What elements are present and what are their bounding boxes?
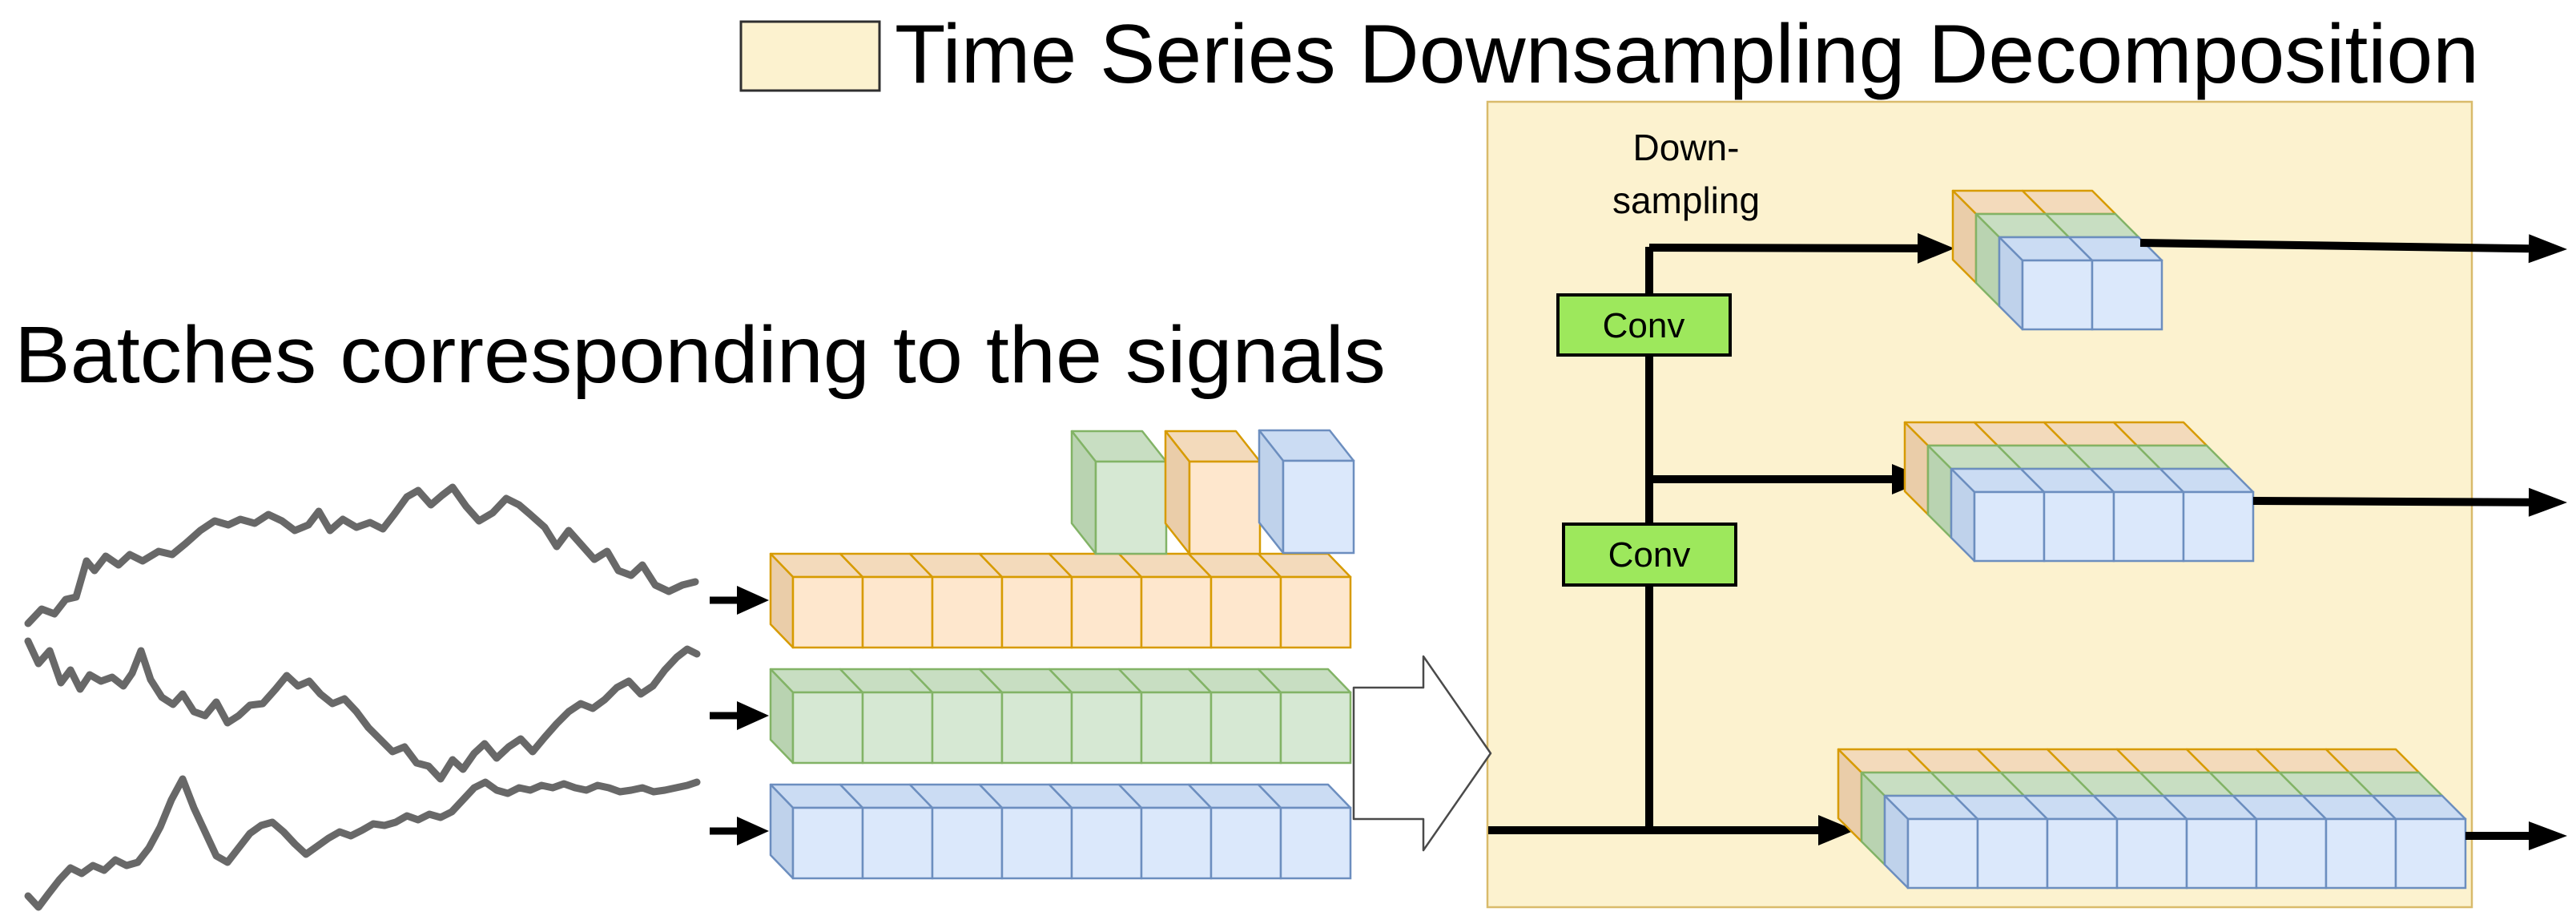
blue-batch-bar-front xyxy=(931,806,1004,880)
orange-batch-bar-front xyxy=(1210,575,1282,649)
blue-batch-bar-front xyxy=(1279,806,1352,880)
orange-legend-cube-front xyxy=(1188,460,1262,555)
signal-line-1 xyxy=(24,483,699,627)
orange-batch-bar-front xyxy=(791,575,864,649)
green-batch-bar-front xyxy=(1210,691,1282,765)
orange-batch-bar-front xyxy=(1070,575,1143,649)
orange-batch-bar-front xyxy=(931,575,1004,649)
exit-arrow-2-line xyxy=(2252,497,2530,506)
conv1-label: Conv xyxy=(1603,306,1685,345)
signal-arrow-1-head xyxy=(737,586,769,615)
orange-batch-bar-front xyxy=(1279,575,1352,649)
stacked-bar-3-front xyxy=(2115,817,2188,890)
stacked-bar-3-front xyxy=(2324,817,2397,890)
conv-box-2 xyxy=(1562,523,1737,587)
conv2-label: Conv xyxy=(1608,535,1691,575)
stacked-bar-3-front xyxy=(2394,817,2467,890)
exit-arrow-1-line xyxy=(2139,239,2530,253)
batches-label: Batches corresponding to the signals xyxy=(14,310,1386,400)
signal-arrow-3-head xyxy=(737,817,769,845)
blue-batch-bar-front xyxy=(1070,806,1143,880)
stacked-bar-1-front xyxy=(2021,259,2094,331)
downsampling-label-line1: Down- xyxy=(1633,127,1740,168)
entry-arrow-3-head xyxy=(1818,815,1855,845)
exit-arrow-3-head xyxy=(2529,821,2567,850)
orange-batch-bar-front xyxy=(1000,575,1073,649)
downsampling-label-line2: sampling xyxy=(1612,180,1760,221)
green-batch-bar-front xyxy=(791,691,864,765)
blue-batch-bar-front xyxy=(1000,806,1073,880)
green-batch-bar-front xyxy=(931,691,1004,765)
entry-arrow-1-head xyxy=(1917,232,1954,264)
stacked-bar-2-front xyxy=(2182,490,2255,563)
blue-legend-cube-front xyxy=(1282,459,1355,555)
signal-arrow-2-head xyxy=(737,701,769,730)
stacked-bar-3-front xyxy=(2046,817,2119,890)
stacked-bar-2-front xyxy=(2043,490,2115,563)
diagram-title: Time Series Downsampling Decomposition xyxy=(895,8,2479,101)
hollow-block-arrow xyxy=(1352,655,1492,852)
blue-batch-bar-front xyxy=(861,806,934,880)
conv-box-1 xyxy=(1556,293,1732,357)
stacked-bar-3-front xyxy=(1906,817,1979,890)
blue-batch-bar-front xyxy=(1210,806,1282,880)
green-batch-bar-front xyxy=(1140,691,1213,765)
blue-batch-bar-front xyxy=(1140,806,1213,880)
blue-batch-bar-front xyxy=(791,806,864,880)
signal-line-2 xyxy=(24,637,701,783)
signal-line-3 xyxy=(24,775,701,911)
green-legend-cube-front xyxy=(1094,460,1168,555)
orange-batch-bar-front xyxy=(1140,575,1213,649)
exit-arrow-1-head xyxy=(2528,234,2567,264)
exit-arrow-2-head xyxy=(2528,487,2567,517)
orange-batch-bar-front xyxy=(861,575,934,649)
green-batch-bar-front xyxy=(1070,691,1143,765)
stacked-bar-2-front xyxy=(1973,490,2046,563)
green-batch-bar-front xyxy=(1000,691,1073,765)
green-batch-bar-front xyxy=(1279,691,1352,765)
stacked-bar-3-front xyxy=(2185,817,2258,890)
title-legend-swatch xyxy=(739,20,881,92)
stacked-bar-1-front xyxy=(2091,259,2163,331)
green-batch-bar-front xyxy=(861,691,934,765)
stacked-bar-3-front xyxy=(1976,817,2049,890)
stacked-bar-3-front xyxy=(2255,817,2328,890)
stacked-bar-2-front xyxy=(2112,490,2185,563)
